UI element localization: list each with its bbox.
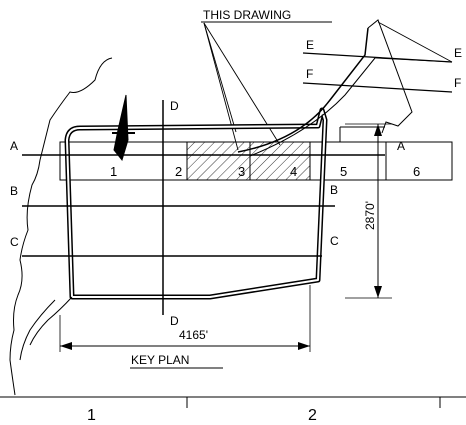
sheet-zone-1: 1 xyxy=(87,407,96,424)
terrain-edge xyxy=(9,57,113,396)
terrain-curve-lower xyxy=(19,299,56,361)
sheet-zone-2: 2 xyxy=(308,407,317,424)
zone-label-5: 5 xyxy=(340,164,347,179)
section-label-c-right: C xyxy=(330,234,339,248)
zone-label-4: 4 xyxy=(290,164,297,179)
zone-label-3: 3 xyxy=(238,164,245,179)
dim-h-arrow-right xyxy=(298,342,310,350)
terrain-curve-corner xyxy=(29,296,73,346)
callout-leader-1 xyxy=(203,22,239,151)
site-boundary-outer xyxy=(64,107,328,300)
section-label-b-right: B xyxy=(330,183,338,197)
dim-v-arrow-top xyxy=(374,124,382,136)
dim-v-arrow-bottom xyxy=(374,286,382,298)
leader-e xyxy=(377,21,453,63)
section-label-b-left: B xyxy=(10,184,18,198)
dim-width-label: 4165' xyxy=(179,328,208,342)
leader-f xyxy=(374,57,453,63)
section-label-c-left: C xyxy=(10,235,19,249)
key-plan-title: KEY PLAN xyxy=(131,353,189,367)
section-line-f xyxy=(302,82,453,93)
dim-h-arrow-left xyxy=(60,342,72,350)
site-boundary-inner xyxy=(66,109,326,298)
road-curve xyxy=(237,27,369,153)
section-label-a-right: A xyxy=(397,139,405,153)
section-label-e-left: E xyxy=(306,38,314,52)
zone-label-6: 6 xyxy=(413,164,420,179)
callout-label: THIS DRAWING xyxy=(203,8,291,22)
section-label-a-left: A xyxy=(10,139,18,153)
road-edge xyxy=(249,57,376,157)
section-label-e-right: E xyxy=(454,46,462,60)
zone-label-1: 1 xyxy=(110,164,117,179)
section-label-d-bottom: D xyxy=(170,314,179,328)
dim-height-label: 2870' xyxy=(363,201,377,230)
callout-leader-3 xyxy=(203,22,237,133)
zone-label-2: 2 xyxy=(175,164,182,179)
zone-row xyxy=(59,141,453,181)
section-label-d-top: D xyxy=(170,99,179,113)
section-label-f-left: F xyxy=(306,67,313,81)
section-label-f-right: F xyxy=(454,76,461,90)
